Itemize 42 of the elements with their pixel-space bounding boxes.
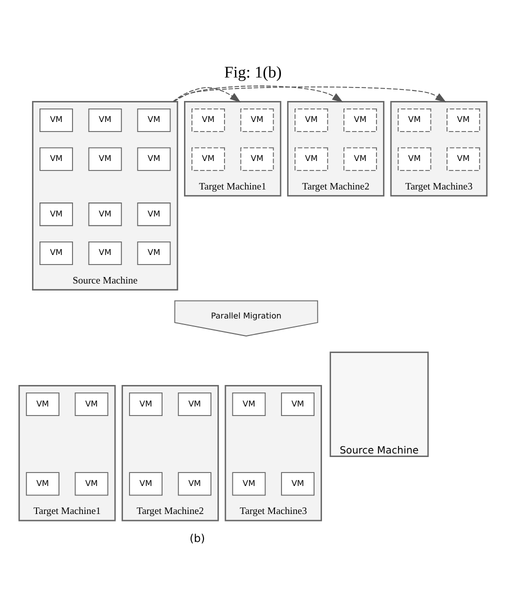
node-box: Source Machine [330,352,429,457]
node-box: VM [191,147,225,171]
node-box: VM [40,241,73,265]
caption: (b) [190,532,206,545]
node-box: VM [74,392,108,416]
node-box: VM [398,108,432,132]
arrow [173,86,446,102]
diagram-title: Fig: 1(b) [224,62,282,82]
node-box: VM [281,392,315,416]
node-box: VM [40,202,73,226]
node-box: VM [232,392,266,416]
node-box: VM [281,472,315,496]
node-box: VM [137,108,171,132]
node-box: VM [191,108,225,132]
node-box: VM [294,147,328,171]
node-box: VM [343,147,377,171]
node-box: VM [137,147,171,171]
node-box: VM [40,147,73,171]
arrow [173,86,344,102]
node-box: VM [240,108,274,132]
node-box: VM [240,147,274,171]
node-box: VM [343,108,377,132]
node-box: VM [88,241,122,265]
arrow [172,87,241,102]
node-box: VM [137,202,171,226]
node-box: VM [446,108,480,132]
node-box: VM [178,472,212,496]
node-box: VM [446,147,480,171]
node-box: VM [137,241,171,265]
node-box: VM [232,472,266,496]
node-box: VM [88,202,122,226]
node-box: VM [88,108,122,132]
node-box: VM [26,392,60,416]
node-box: VM [398,147,432,171]
node-box: VM [74,472,108,496]
node-box: VM [178,392,212,416]
node-box: VM [88,147,122,171]
node-box: VM [294,108,328,132]
node-box: VM [129,392,163,416]
node-box: VM [129,472,163,496]
node-box: VM [40,108,73,132]
node-box: VM [26,472,60,496]
